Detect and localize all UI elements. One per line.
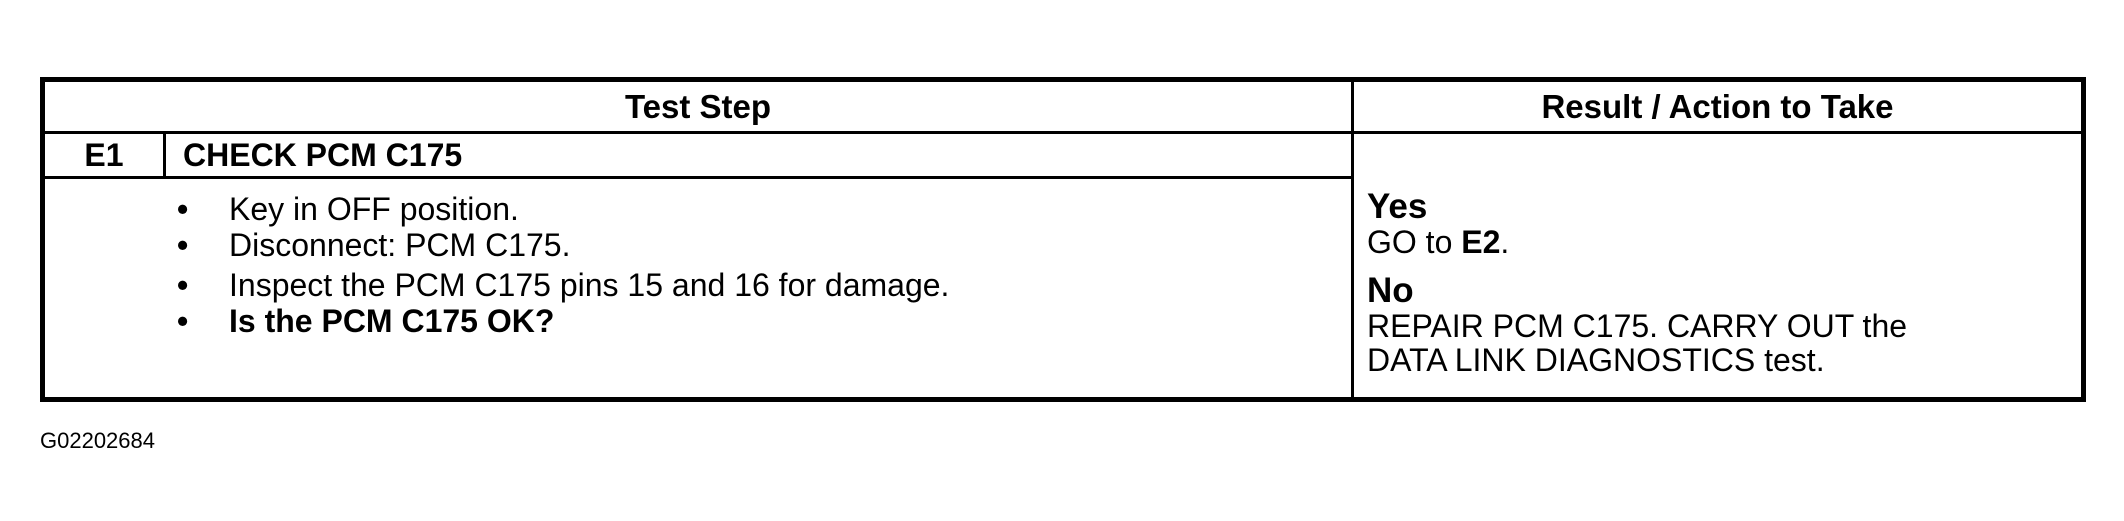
result-column: Yes GO to E2. No REPAIR PCM C175. CARRY … <box>1367 187 2067 378</box>
instruction-text: Key in OFF position. <box>229 191 519 227</box>
instruction-text: Disconnect: PCM C175. <box>229 227 571 263</box>
action-step-ref: E2 <box>1461 224 1501 260</box>
instruction-text: Is the PCM C175 OK? <box>229 303 555 339</box>
result-heading-yes: Yes <box>1367 187 1428 226</box>
test-step-table: Test Step Result / Action to Take E1 CHE… <box>40 77 2086 402</box>
bullet-icon: • <box>177 191 189 227</box>
action-prefix: GO to <box>1367 224 1462 260</box>
step-title-row: E1 CHECK PCM C175 <box>45 134 1351 179</box>
bullet-icon: • <box>177 227 189 263</box>
bullet-icon: • <box>177 267 189 303</box>
test-step-header: Test Step <box>624 87 772 125</box>
action-suffix: . <box>1500 224 1510 260</box>
instruction-item: • Disconnect: PCM C175. <box>177 228 949 262</box>
step-id: E1 <box>84 136 124 173</box>
step-title: CHECK PCM C175 <box>183 136 463 173</box>
result-action-no-line2: DATA LINK DIAGNOSTICS test. <box>1367 342 1825 378</box>
figure-id: G02202684 <box>40 428 155 453</box>
result-no: No REPAIR PCM C175. CARRY OUT the DATA L… <box>1367 271 2067 378</box>
result-heading-no: No <box>1367 271 1414 310</box>
instruction-text: Inspect the PCM C175 pins 15 and 16 for … <box>229 267 950 303</box>
result-action-no-line1: REPAIR PCM C175. CARRY OUT the <box>1367 308 1908 344</box>
result-action-yes: GO to E2. <box>1367 225 2067 259</box>
result-yes: Yes GO to E2. <box>1367 187 2067 260</box>
bullet-icon: • <box>177 303 189 339</box>
table-header-row: Test Step Result / Action to Take <box>45 82 2081 134</box>
column-divider <box>1351 82 1354 397</box>
instruction-list: • Key in OFF position. • Disconnect: PCM… <box>177 192 949 340</box>
instruction-item: • Inspect the PCM C175 pins 15 and 16 fo… <box>177 268 949 302</box>
step-id-divider <box>163 134 166 176</box>
instruction-question: • Is the PCM C175 OK? <box>177 304 949 338</box>
instruction-item: • Key in OFF position. <box>177 192 949 226</box>
result-action-header: Result / Action to Take <box>1541 87 1894 125</box>
